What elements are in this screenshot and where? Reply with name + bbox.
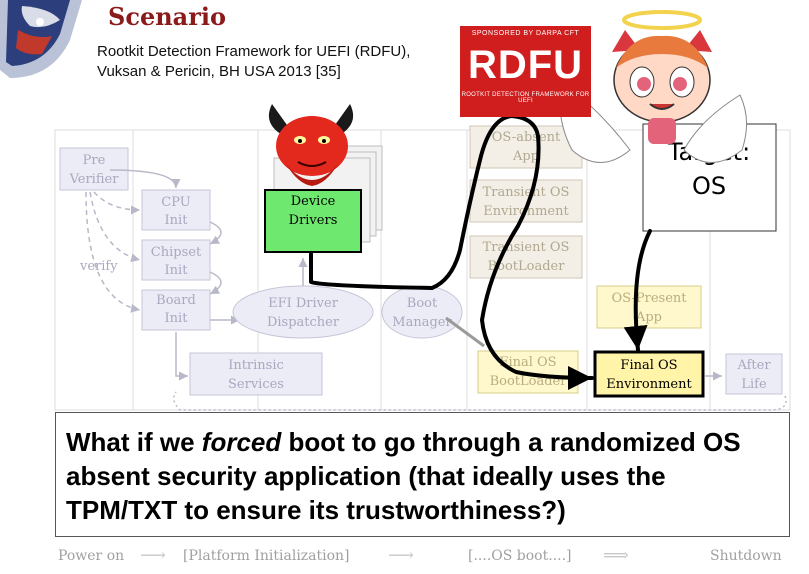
after-life-box: After Life xyxy=(725,353,783,395)
svg-text:Pre: Pre xyxy=(83,153,106,168)
callout-text-pre: What if we xyxy=(66,427,202,457)
svg-text:Verifier: Verifier xyxy=(69,172,120,187)
os-present-app-box: OS-Present App xyxy=(596,285,702,329)
logo-tagline: ROOTKIT DETECTION FRAMEWORK FOR UEFI xyxy=(461,92,590,104)
svg-text:BootLoader: BootLoader xyxy=(488,259,566,274)
svg-text:Intrinsic: Intrinsic xyxy=(228,358,284,373)
os-absent-app-box: OS-absent App xyxy=(469,125,583,169)
rdfu-logo: SPONSORED BY DARPA CFT RDFU ROOTKIT DETE… xyxy=(460,26,591,117)
svg-text:Init: Init xyxy=(165,263,189,278)
svg-text:Device: Device xyxy=(291,194,336,209)
final-os-bootloader-box: Final OS BootLoader xyxy=(477,350,579,394)
callout-text-post: boot to go through a randomized OS absen… xyxy=(66,427,741,525)
svg-text:Services: Services xyxy=(228,377,284,392)
svg-text:After: After xyxy=(736,358,771,373)
chipset-init-box: Chipset Init xyxy=(141,239,211,281)
question-callout: What if we forced boot to go through a r… xyxy=(55,412,790,537)
phase-power-on: Power on xyxy=(58,548,125,564)
logo-sponsor-text: SPONSORED BY DARPA CFT xyxy=(471,30,580,37)
transient-os-bootloader-box: Transient OS BootLoader xyxy=(469,235,583,279)
arrow-right-icon: ⟹ xyxy=(603,545,629,566)
svg-text:OS: OS xyxy=(692,172,726,200)
svg-text:CPU: CPU xyxy=(161,195,190,210)
logo-title: RDFU xyxy=(467,43,584,87)
phase-os-boot: [....OS boot....] xyxy=(468,548,572,564)
efi-driver-dispatcher: EFI Driver Dispatcher xyxy=(232,285,374,339)
arrow-right-icon: ⟶ xyxy=(140,545,166,566)
svg-text:Init: Init xyxy=(165,213,189,228)
intrinsic-services-box: Intrinsic Services xyxy=(189,352,323,396)
svg-text:Init: Init xyxy=(165,311,189,326)
svg-text:Manager: Manager xyxy=(392,315,452,330)
svg-text:Transient OS: Transient OS xyxy=(483,240,570,255)
phase-timeline: Power on ⟶ [Platform Initialization] ⟶ [… xyxy=(58,545,793,568)
dashed-manager-link xyxy=(445,316,485,348)
svg-text:OS-Present: OS-Present xyxy=(611,291,687,306)
board-init-box: Board Init xyxy=(141,289,211,331)
svg-text:Environment: Environment xyxy=(606,377,692,392)
verify-label: verify xyxy=(79,259,118,274)
svg-text:EFI Driver: EFI Driver xyxy=(268,296,339,311)
transient-os-environment-box: Transient OS Environment xyxy=(469,179,583,223)
phase-shutdown: Shutdown xyxy=(710,548,782,564)
svg-text:Chipset: Chipset xyxy=(151,245,202,260)
boot-manager: Boot Manager xyxy=(381,285,463,339)
svg-text:Final OS: Final OS xyxy=(620,358,677,373)
svg-text:Final OS: Final OS xyxy=(499,355,556,370)
slide-subtitle: Rootkit Detection Framework for UEFI (RD… xyxy=(97,42,410,82)
svg-text:Transient OS: Transient OS xyxy=(483,185,570,200)
arrow-right-icon: ⟶ xyxy=(388,545,414,566)
init-flow-arrows xyxy=(109,169,240,381)
svg-text:App: App xyxy=(512,149,539,164)
shutdown-return-dotted xyxy=(173,391,787,411)
device-drivers-box: Device Drivers xyxy=(264,189,362,253)
pre-verifier-box: Pre Verifier xyxy=(59,147,129,191)
final-os-environment-box: Final OS Environment xyxy=(593,350,705,398)
devil-icon xyxy=(268,104,354,186)
svg-text:Life: Life xyxy=(741,377,767,392)
svg-text:Drivers: Drivers xyxy=(289,213,338,228)
subtitle-line-1: Rootkit Detection Framework for UEFI (RD… xyxy=(97,43,411,60)
cpu-init-box: CPU Init xyxy=(141,189,211,231)
phase-platform-init: [Platform Initialization] xyxy=(183,548,350,564)
callout-emphasis: forced xyxy=(201,427,282,457)
svg-text:Boot: Boot xyxy=(407,296,438,311)
svg-text:App: App xyxy=(635,310,662,325)
svg-text:Dispatcher: Dispatcher xyxy=(267,315,340,330)
svg-text:OS-absent: OS-absent xyxy=(492,130,561,145)
verify-dashed-arrows xyxy=(85,191,141,313)
svg-text:Board: Board xyxy=(156,293,196,308)
rdfu-forced-boot-path xyxy=(309,114,652,390)
seal-emblem xyxy=(0,0,82,78)
slide-title: Scenario xyxy=(108,2,226,31)
angel-icon xyxy=(558,10,747,163)
subtitle-line-2: Vuksan & Pericin, BH USA 2013 [35] xyxy=(97,63,341,80)
